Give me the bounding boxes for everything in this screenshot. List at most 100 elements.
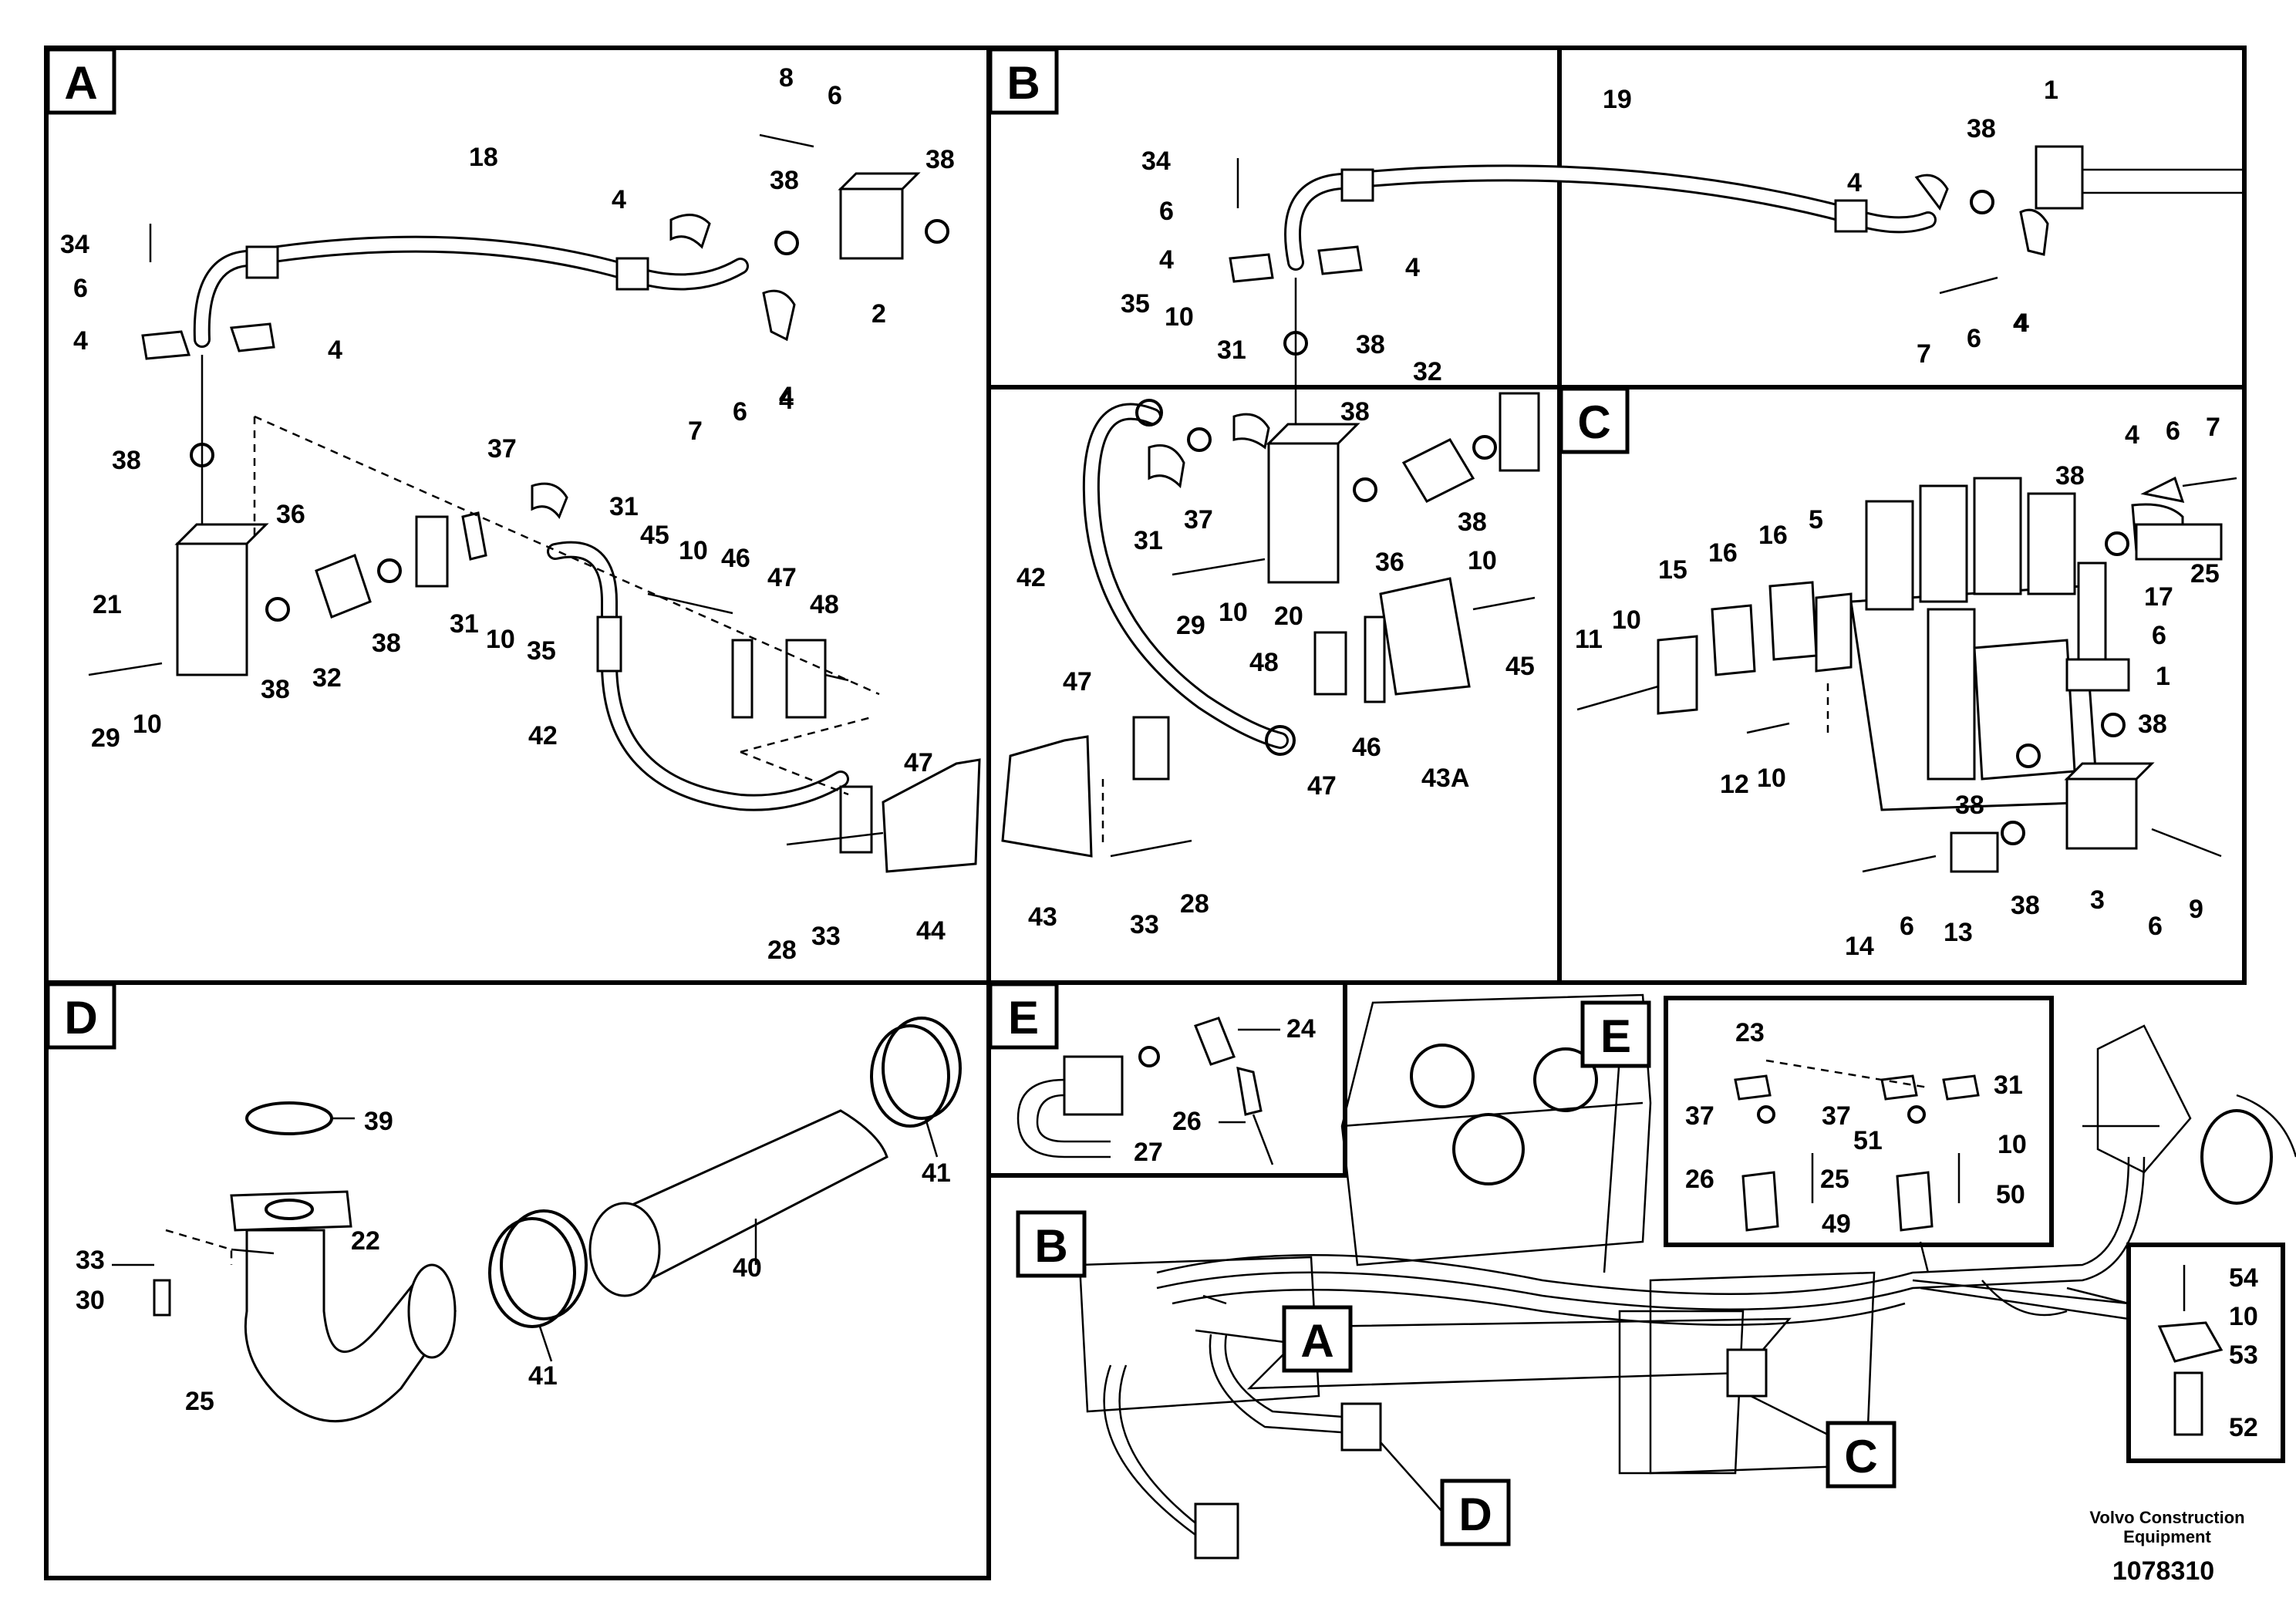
part-label: 10 <box>1219 598 1248 627</box>
part-label: 37 <box>1184 505 1213 534</box>
part-label: 4 <box>612 185 626 214</box>
part-label: 54 <box>2229 1263 2258 1293</box>
detail-box-hoses <box>1664 996 2054 1273</box>
overview-machine <box>1078 993 2296 1560</box>
part-label: 10 <box>1612 605 1641 635</box>
part-label: 41 <box>922 1158 951 1188</box>
part-label: 10 <box>1757 764 1786 793</box>
part-label: 20 <box>1274 602 1303 631</box>
part-label: 38 <box>770 166 799 195</box>
part-label: 6 <box>2166 416 2180 446</box>
panel-c-tag: C <box>1577 396 1610 448</box>
part-label: 4 <box>2013 309 2028 338</box>
part-label: 47 <box>767 563 797 592</box>
part-label: 28 <box>767 936 797 965</box>
labels-panel-a: 18 8 6 38 34 6 4 4 4 38 2 4 7 6 4 38 37 … <box>60 63 955 965</box>
part-label: 27 <box>1134 1138 1163 1167</box>
part-label: 26 <box>1685 1165 1714 1194</box>
part-label: 51 <box>1853 1126 1883 1155</box>
part-label: 31 <box>1134 526 1163 555</box>
part-label: 31 <box>1217 336 1246 365</box>
part-label: 38 <box>372 629 401 658</box>
part-label: 47 <box>904 748 933 777</box>
panel-e-tag-box <box>988 982 1059 1050</box>
part-label: 25 <box>1820 1165 1849 1194</box>
part-label: 35 <box>1121 289 1150 319</box>
part-label: 6 <box>733 397 747 427</box>
part-label: 29 <box>91 723 120 753</box>
panel-a-tag: A <box>64 57 97 109</box>
part-label: 4 <box>1159 245 1174 275</box>
part-label: 41 <box>528 1361 558 1391</box>
part-label: 10 <box>1165 302 1194 332</box>
part-label: 39 <box>364 1107 393 1136</box>
part-label: 31 <box>1994 1071 2023 1100</box>
part-label: 10 <box>1468 546 1497 575</box>
callout-a: A <box>1300 1315 1333 1367</box>
brand-line-2: Equipment <box>2123 1527 2211 1546</box>
labels-panel-d: 39 33 22 30 25 41 40 41 <box>76 1107 951 1416</box>
part-label: 36 <box>276 500 305 529</box>
part-label: 33 <box>76 1246 105 1275</box>
part-label: 6 <box>1900 912 1914 941</box>
part-label: 38 <box>2055 461 2085 491</box>
panel-e-tag: E <box>1008 992 1039 1044</box>
part-label: 38 <box>925 145 955 174</box>
part-label: 45 <box>640 521 669 550</box>
part-label: 35 <box>527 636 556 666</box>
part-label: 6 <box>73 274 88 303</box>
part-label: 1 <box>2156 662 2170 691</box>
part-label: 37 <box>487 434 517 464</box>
part-label: 4 <box>2125 420 2139 450</box>
part-label: 19 <box>1603 85 1632 114</box>
part-label: 44 <box>916 916 946 946</box>
part-label: 6 <box>1159 197 1174 226</box>
part-label: 30 <box>76 1286 105 1315</box>
part-label: 4 <box>1405 253 1420 282</box>
callout-d: D <box>1458 1489 1492 1540</box>
panel-d: D <box>44 980 991 1580</box>
part-label: 32 <box>1413 357 1442 386</box>
part-label: 25 <box>2190 559 2220 588</box>
part-label: 37 <box>1685 1101 1714 1131</box>
labels-panel-b: 19 1 34 38 6 4 4 4 4 7 6 4 35 10 38 31 3… <box>1017 76 2058 939</box>
part-label: 11 <box>1575 625 1603 654</box>
callout-c: C <box>1844 1431 1877 1482</box>
part-label: 52 <box>2229 1413 2258 1442</box>
part-label: 15 <box>1658 555 1687 585</box>
part-label: 38 <box>1458 508 1487 537</box>
part-label: 38 <box>1967 114 1996 143</box>
part-label: 4 <box>779 382 794 411</box>
part-label: 38 <box>112 446 141 475</box>
part-label: 47 <box>1307 771 1337 801</box>
part-label: 6 <box>828 81 842 110</box>
part-label: 48 <box>1249 648 1279 677</box>
part-label: 33 <box>1130 910 1159 939</box>
panel-a-tag-box <box>46 47 116 115</box>
callout-e: E <box>1600 1010 1631 1062</box>
panel-b-tag: B <box>1006 57 1040 109</box>
part-label: 48 <box>810 590 839 619</box>
part-label: 4 <box>328 336 342 365</box>
part-label: 31 <box>450 609 479 639</box>
part-label: 17 <box>2144 582 2173 612</box>
part-label: 38 <box>2011 891 2040 920</box>
labels-panel-e: 24 26 27 <box>1134 1014 1316 1167</box>
part-label: 4 <box>779 386 794 415</box>
part-label: 38 <box>1356 330 1385 359</box>
panel-a: A <box>44 46 991 985</box>
part-label: 34 <box>1141 147 1171 176</box>
part-label: 12 <box>1720 770 1749 799</box>
part-label: 50 <box>1996 1180 2025 1209</box>
part-label: 33 <box>811 922 841 951</box>
part-label: 34 <box>60 230 89 259</box>
part-label: 37 <box>1822 1101 1851 1131</box>
part-label: 2 <box>872 299 886 329</box>
part-label: 10 <box>2229 1302 2258 1331</box>
part-label: 16 <box>1758 521 1788 550</box>
detail-box-clip <box>2066 1243 2285 1463</box>
part-label: 6 <box>2148 912 2163 941</box>
callout-b: B <box>1034 1220 1067 1272</box>
part-label: 38 <box>1340 397 1370 427</box>
